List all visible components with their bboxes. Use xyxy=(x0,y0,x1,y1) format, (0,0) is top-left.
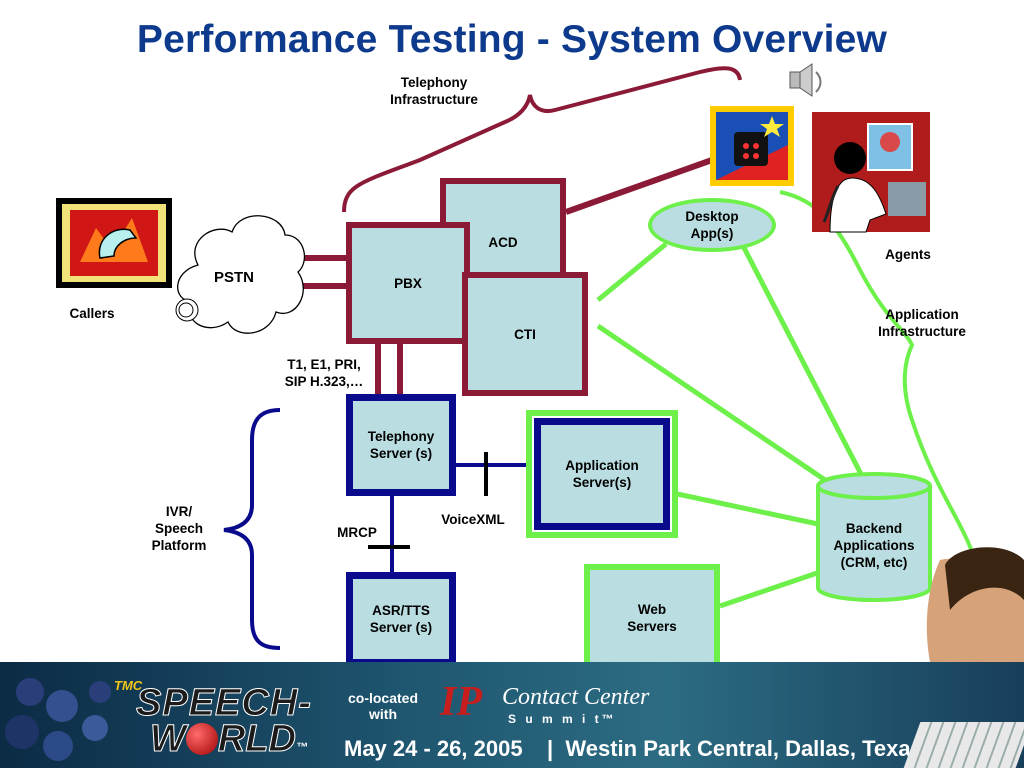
event-banner: TMC SPEECH- W RLD™ co-located with IP Con… xyxy=(0,662,1024,768)
application-infrastructure-label: Application Infrastructure xyxy=(878,307,966,339)
agents-label: Agents xyxy=(885,247,931,262)
agent-phone-icon xyxy=(710,106,794,186)
world-globe-icon xyxy=(185,723,218,755)
callers-label: Callers xyxy=(69,306,115,321)
web-backend-link xyxy=(719,567,827,609)
slide-title: Performance Testing - System Overview xyxy=(136,18,888,61)
agent-photo xyxy=(926,547,1024,662)
backend-applications-label: Backend Applications (CRM, etc) xyxy=(833,521,915,570)
world-tm: ™ xyxy=(295,740,308,754)
telephony-infrastructure-label: Telephony Infrastructure xyxy=(390,75,478,107)
app-backend-link xyxy=(667,489,819,527)
tmc-logo: TMC xyxy=(114,678,143,693)
callers-phone-icon xyxy=(56,198,172,288)
application-server-frame: Application Server(s) xyxy=(526,410,678,538)
cti-box: CTI xyxy=(462,272,588,396)
protocols-label: T1, E1, PRI, SIP H.323,… xyxy=(284,357,364,389)
ivr-brace xyxy=(223,408,281,650)
agent-icon xyxy=(812,112,930,233)
backend-cylinder xyxy=(816,472,932,602)
world-logo: W RLD™ xyxy=(150,718,308,761)
contact-center-logo: Contact Center xyxy=(502,684,650,710)
asr-tts-server-box: ASR/TTS Server (s) xyxy=(346,572,456,666)
molecule-graphic xyxy=(5,678,111,761)
telephony-server-box: Telephony Server (s) xyxy=(346,394,456,496)
world-logo-w: W xyxy=(150,718,187,761)
desktop-backend-link xyxy=(737,238,865,478)
pstn-cloud xyxy=(175,215,306,334)
pstn-label: PSTN xyxy=(213,269,254,286)
pbx-box: PBX xyxy=(346,222,470,344)
cti-desktop-link xyxy=(596,242,668,302)
desktop-app-node: Desktop App(s) xyxy=(648,198,776,252)
speech-logo: SPEECH- xyxy=(136,682,312,725)
web-servers-box: Web Servers xyxy=(584,564,720,672)
cti-backend-link xyxy=(596,323,830,485)
application-server-box: Application Server(s) xyxy=(534,418,670,530)
summit-logo: S u m m i t™ xyxy=(508,712,617,726)
telephony-brace xyxy=(342,66,742,213)
ivr-speech-platform-label: IVR/ Speech Platform xyxy=(151,504,207,553)
world-logo-rest: RLD xyxy=(217,718,296,761)
ip-logo: IP xyxy=(440,679,482,725)
colocated-label: co-located with xyxy=(347,690,418,722)
speaker-icon xyxy=(789,63,822,97)
acd-phone-link xyxy=(564,157,714,215)
event-date-location: May 24 - 26, 2005 | Westin Park Central,… xyxy=(344,736,923,761)
voicexml-label: VoiceXML xyxy=(441,512,505,527)
keyboard-graphic xyxy=(903,722,1024,768)
mrcp-label: MRCP xyxy=(337,525,377,540)
